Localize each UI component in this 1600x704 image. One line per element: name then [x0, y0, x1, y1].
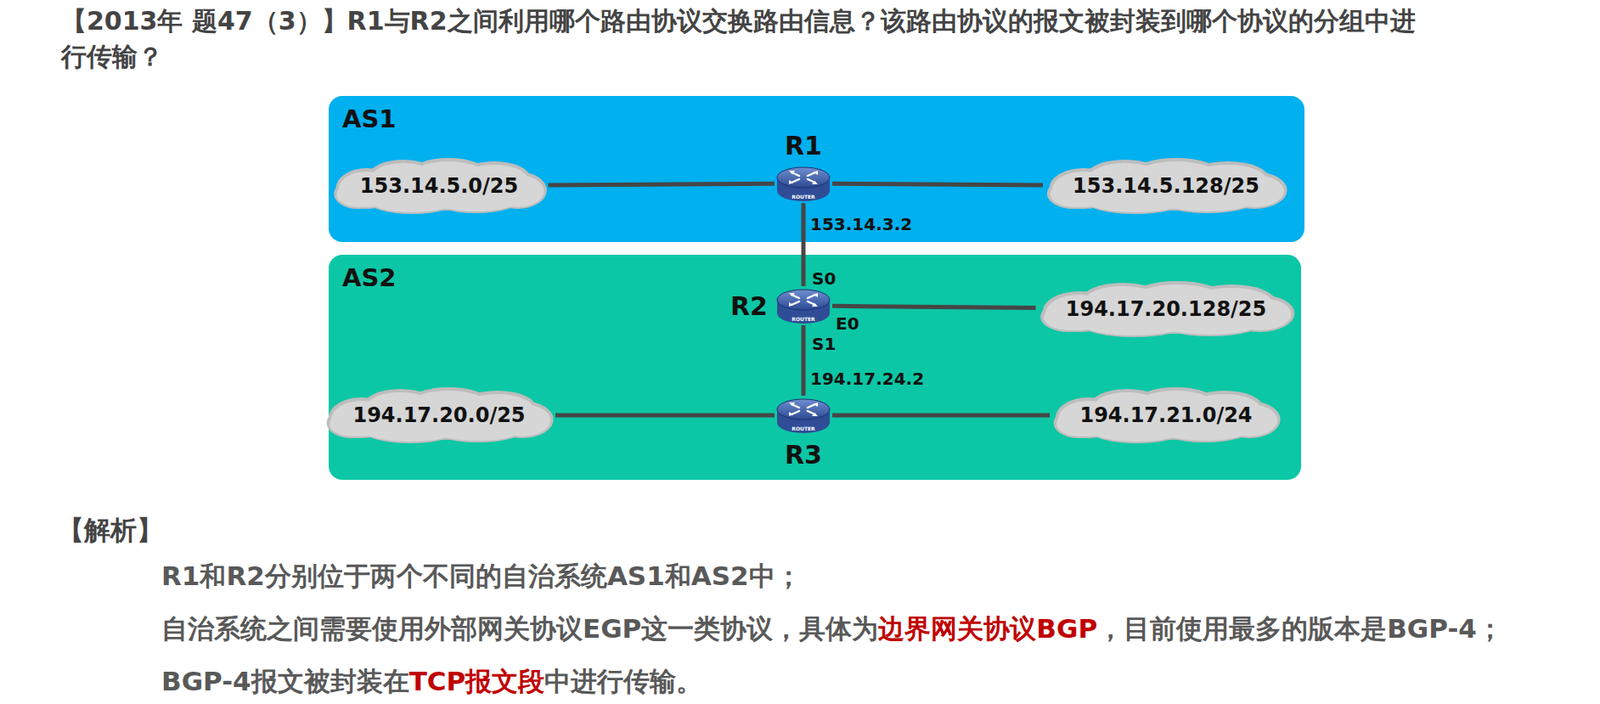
network-prefix: 153.14.5.128/25	[1072, 174, 1260, 198]
interface-label: 194.17.24.2	[810, 368, 924, 389]
network-link	[832, 305, 1037, 308]
interface-label: S0	[811, 268, 836, 289]
router-tag: ROUTER	[791, 425, 815, 432]
router: R3ROUTER	[774, 395, 833, 435]
network-prefix: 194.17.20.0/25	[352, 403, 525, 428]
analysis-line: BGP-4报文被封装在TCP报文段中进行传输。	[161, 664, 703, 700]
title-text: 【2013年 题47（3）】R1与R2之间利用哪个路由协议交换路由信息？该路由协…	[61, 5, 1416, 72]
router-name: R2	[730, 291, 768, 322]
network-prefix: 194.17.20.128/25	[1065, 297, 1268, 322]
interface-text: S0	[811, 268, 836, 289]
interface-text: S1	[811, 333, 836, 355]
interface-text: 153.14.3.2	[810, 214, 913, 235]
network-link	[832, 183, 1043, 186]
network-cloud: 153.14.5.0/25	[330, 157, 549, 215]
highlight-text: TCP报文段	[409, 665, 546, 697]
router-name-wrap: R3	[784, 439, 823, 470]
router-name: R1	[784, 130, 823, 161]
highlight-text: 边界网关协议BGP	[878, 613, 1098, 644]
router-tag: ROUTER	[791, 315, 815, 322]
router-tag-wrap: ROUTER	[774, 316, 833, 322]
interface-label: 153.14.3.2	[810, 214, 913, 235]
network-cloud: 194.17.20.0/25	[322, 387, 556, 444]
network-prefix: 194.17.21.0/24	[1079, 403, 1252, 428]
analysis-heading-text: 【解析】	[57, 514, 164, 546]
region-label: AS2	[342, 263, 397, 293]
network-link	[801, 202, 806, 287]
region-label: AS1	[342, 104, 397, 134]
router-name-wrap: R1	[784, 130, 823, 161]
network-link	[832, 413, 1050, 418]
router-name: R3	[784, 439, 823, 470]
analysis-text: R1和R2分别位于两个不同的自治系统AS1和AS2中；	[161, 560, 802, 592]
analysis-line: 自治系统之间需要使用外部网关协议EGP这一类协议，具体为边界网关协议BGP，目前…	[161, 611, 1504, 648]
analysis-text: BGP-4报文被封装在	[161, 665, 410, 697]
analysis-heading: 【解析】	[57, 512, 164, 549]
router-tag: ROUTER	[791, 193, 815, 200]
network-cloud: 194.17.20.128/25	[1036, 281, 1297, 338]
network-cloud: 153.14.5.128/25	[1042, 157, 1290, 215]
region-name: AS1	[342, 104, 397, 134]
question-title: 【2013年 题47（3）】R1与R2之间利用哪个路由协议交换路由信息？该路由协…	[61, 3, 1420, 75]
analysis-text: ，目前使用最多的版本是BGP-4；	[1097, 613, 1504, 644]
interface-text: 194.17.24.2	[810, 368, 924, 389]
router-tag-wrap: ROUTER	[774, 426, 833, 432]
interface-label: S1	[811, 333, 836, 355]
router: R1ROUTER	[774, 163, 833, 203]
network-link	[548, 183, 776, 186]
interface-text: E0	[835, 313, 860, 334]
router-tag-wrap: ROUTER	[774, 194, 833, 200]
network-link	[555, 413, 775, 418]
router-name-wrap: R2	[730, 291, 768, 322]
network-link	[801, 325, 806, 396]
region-name: AS2	[342, 263, 397, 293]
network-prefix: 153.14.5.0/25	[360, 174, 519, 198]
analysis-text: 自治系统之间需要使用外部网关协议EGP这一类协议，具体为	[161, 613, 879, 644]
router: R2ROUTER	[774, 286, 833, 326]
analysis-line: R1和R2分别位于两个不同的自治系统AS1和AS2中；	[161, 558, 802, 595]
analysis-text: 中进行传输。	[544, 665, 703, 697]
network-cloud: 194.17.21.0/24	[1049, 387, 1283, 444]
interface-label: E0	[835, 313, 860, 334]
